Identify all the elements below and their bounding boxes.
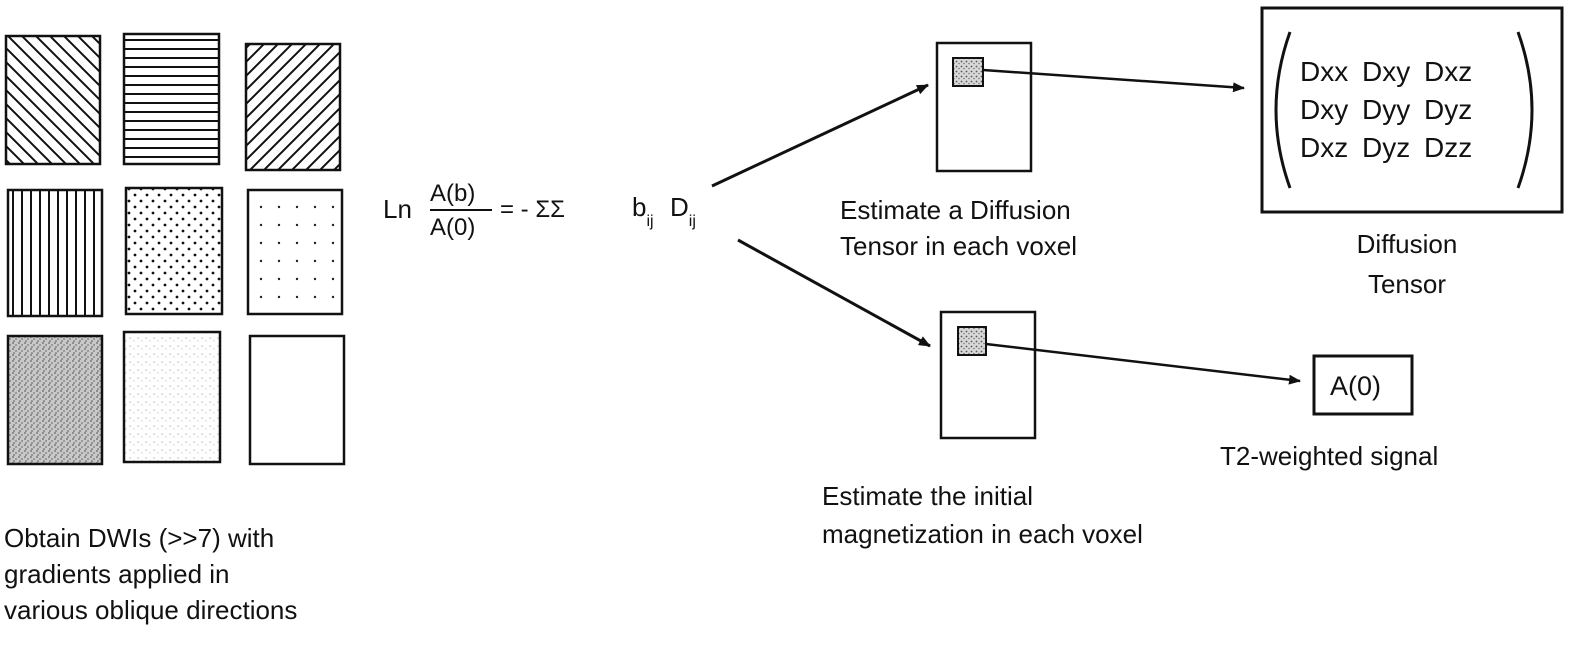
tensor-cell: Dxy xyxy=(1362,56,1411,87)
matrix-right-bracket xyxy=(1516,31,1534,189)
tensor-cell: Dyz xyxy=(1424,94,1473,125)
dwi-image-dense-dots xyxy=(124,186,224,316)
signal-box xyxy=(1312,354,1414,416)
tensor-cell: Dxx xyxy=(1300,56,1349,87)
arrow-to-magnetization-estimate xyxy=(737,238,931,348)
dwi-image-diagonal-down xyxy=(4,34,102,166)
caption-line: Estimate the initial xyxy=(822,481,1033,511)
signal-box-label: A(0) xyxy=(1330,371,1382,401)
dwi-image-vertical xyxy=(6,188,104,318)
diffusion-tensor-box xyxy=(1260,6,1564,214)
dwi-image-blank xyxy=(248,334,346,466)
magnetization-voxel-highlight xyxy=(957,326,987,356)
dwi-image-grid xyxy=(4,32,346,466)
magnetization-voxel-image xyxy=(939,310,1037,440)
tensor-matrix: Dxx Dxy Dxz Dxy Dyy Dyz Dxz Dyz Dzz xyxy=(1300,53,1472,167)
arrow-to-signal xyxy=(985,342,1301,385)
matrix-left-bracket xyxy=(1274,31,1292,189)
tensor-step-caption: Estimate a Diffusion Tensor in each voxe… xyxy=(840,192,1077,264)
equation-d-term: Dij xyxy=(670,192,696,230)
magnetization-step-caption: Estimate the initial magnetization in ea… xyxy=(822,478,1143,552)
tensor-cell: Dxz xyxy=(1300,132,1349,163)
arrow-to-tensor-estimate xyxy=(711,83,929,188)
caption-line: gradients applied in xyxy=(4,559,230,589)
tensor-cell: Dxy xyxy=(1300,94,1349,125)
tensor-matrix-row: Dxz Dyz Dzz xyxy=(1300,129,1472,167)
tensor-matrix-row: Dxy Dyy Dyz xyxy=(1300,91,1472,129)
dwi-image-horizontal xyxy=(122,32,221,166)
equation-b: b xyxy=(632,192,647,222)
equation-b-subscript: ij xyxy=(646,213,654,230)
equation-d-subscript: ij xyxy=(688,213,696,230)
equation-ln: Ln xyxy=(383,194,412,224)
dwi-image-diagonal-up xyxy=(244,42,342,172)
tensor-cell: Dyy xyxy=(1362,94,1411,125)
tensor-cell: Dzz xyxy=(1424,132,1473,163)
caption-line: various oblique directions xyxy=(4,595,298,625)
caption-line: Tensor xyxy=(1367,269,1447,299)
arrow-to-diffusion-tensor xyxy=(982,68,1245,93)
tensor-matrix-row: Dxx Dxy Dxz xyxy=(1300,53,1472,91)
signal-result-caption: T2-weighted signal xyxy=(1220,441,1439,471)
dwi-image-light-speckle xyxy=(122,330,222,464)
tensor-result-caption: Diffusion Tensor xyxy=(1344,226,1470,302)
equation-numerator: A(b) xyxy=(430,180,476,207)
equation-denominator: A(0) xyxy=(430,214,476,241)
tensor-cell: Dyz xyxy=(1362,132,1411,163)
caption-line: magnetization in each voxel xyxy=(822,519,1143,549)
caption-line: Tensor in each voxel xyxy=(840,231,1078,261)
tensor-voxel-highlight xyxy=(952,57,984,87)
equation-operator: = - ΣΣ xyxy=(500,196,566,223)
caption-line: Obtain DWIs (>>7) with xyxy=(4,523,275,553)
tensor-cell: Dxz xyxy=(1424,56,1473,87)
caption-line: Estimate a Diffusion xyxy=(840,195,1071,225)
caption-line: Diffusion xyxy=(1356,229,1458,259)
dwi-image-heavy-speckle xyxy=(6,334,104,466)
dwi-caption: Obtain DWIs (>>7) with gradients applied… xyxy=(4,520,297,628)
equation-b-term: bij xyxy=(632,192,654,230)
equation-d: D xyxy=(670,192,689,222)
dwi-image-sparse-dots xyxy=(246,188,344,316)
